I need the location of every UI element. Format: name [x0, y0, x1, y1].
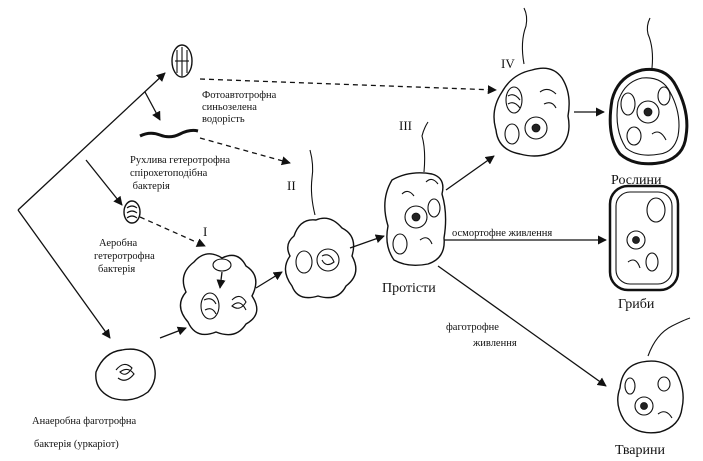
svg-text:Анаеробна фаготрофна: Анаеробна фаготрофна	[32, 416, 137, 427]
svg-text:гетеротрофна: гетеротрофна	[94, 251, 155, 262]
svg-text:Аеробна: Аеробна	[99, 238, 137, 249]
stage-iii-cell	[384, 121, 447, 267]
arrow-to-aerobic	[85, 159, 123, 206]
svg-text:Рухлива гетеротрофна: Рухлива гетеротрофна	[130, 155, 230, 166]
fungus-cell	[608, 184, 680, 292]
aerobic-bacterium-icon	[123, 200, 141, 224]
dashed-arrow-cyano-to-iv	[199, 78, 497, 95]
stage-label-i: I	[203, 224, 207, 239]
arrow-i-to-ii	[255, 271, 283, 289]
label-spiro: Рухлива гетеротрофна спірохетоподібна ба…	[130, 155, 230, 192]
svg-text:бактерія: бактерія	[98, 264, 135, 275]
label-osmotrophic: осмортофне живлення	[452, 228, 552, 239]
arrow-protists-to-animals	[437, 265, 607, 387]
svg-text:спірохетоподібна: спірохетоподібна	[130, 168, 208, 179]
svg-text:водорість: водорість	[202, 114, 245, 125]
label-animals: Тварини	[615, 443, 665, 458]
label-aerobic: Аеробна гетеротрофна бактерія	[94, 238, 155, 275]
svg-text:бактерія (уркаріот): бактерія (уркаріот)	[34, 439, 119, 450]
spirochete-icon	[139, 128, 199, 139]
arrow-iii-to-iv	[445, 155, 495, 191]
origin-tree	[17, 72, 166, 339]
dashed-arrow-spiro-to-ii	[199, 137, 291, 166]
stage-i-cell	[179, 253, 258, 336]
dashed-arrow-aerobic-to-i	[139, 216, 206, 247]
arrow-to-cyano	[17, 72, 166, 211]
label-anaerobic: Анаеробна фаготрофна бактерія (уркаріот)	[32, 416, 137, 450]
arrow-ii-to-iii	[349, 234, 385, 249]
stage-ii-cell	[284, 149, 357, 299]
stage-label-iii: III	[399, 118, 412, 133]
svg-text:бактерія: бактерія	[130, 181, 170, 192]
arrow-to-spiro	[144, 91, 161, 121]
svg-text:живлення: живлення	[472, 338, 517, 349]
label-cyano: Фотоавтотрофна синьозелена водорість	[202, 90, 277, 125]
arrow-anaerobic-to-i	[159, 326, 187, 339]
cyanobacterium-icon	[171, 44, 193, 78]
arrow-to-anaerobic	[17, 209, 111, 339]
stage-label-iv: IV	[501, 56, 515, 71]
anaerobic-bacterium-icon	[95, 348, 156, 401]
stage-iv-cell	[493, 7, 570, 157]
stage-label-ii: II	[287, 178, 296, 193]
animal-cell	[617, 317, 691, 434]
label-protists: Протісти	[382, 281, 436, 296]
svg-text:синьозелена: синьозелена	[202, 102, 257, 113]
svg-text:фаготрофне: фаготрофне	[446, 322, 499, 333]
label-phagotrophic: фаготрофне живлення	[446, 322, 517, 349]
svg-text:Фотоавтотрофна: Фотоавтотрофна	[202, 90, 277, 101]
label-fungi: Гриби	[618, 297, 655, 312]
plant-cell	[608, 17, 689, 166]
label-plants: Рослини	[611, 173, 662, 188]
